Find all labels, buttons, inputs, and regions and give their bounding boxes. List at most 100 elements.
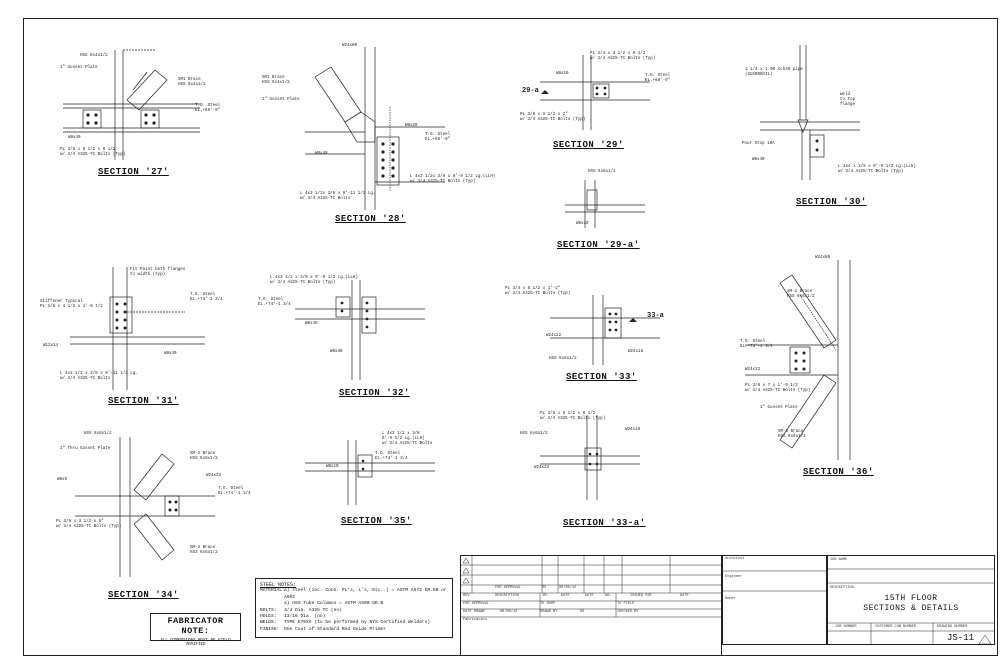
revision-grid	[460, 555, 722, 618]
callout-32-ang: L 4x3 1/2 x 3/8 x 0'-9 1/2 Lg.(LLH) w/ 3…	[270, 276, 358, 285]
fabrication-label: Fabrication	[463, 618, 487, 622]
to-shop-label: TO SHOP	[540, 602, 556, 606]
callout-28-ang: L 4x3 1/2x 3/8 x 0'-9 1/2 Lg.(LLH) w/ 3/…	[410, 175, 496, 184]
date-drawn-value: 00/00/12	[500, 610, 518, 614]
section-31-label: SECTION '31'	[108, 396, 179, 406]
drawing-number-label: DRAWING NUMBER	[937, 625, 968, 629]
material-line-1: a) steel (inc. Conn. PL's, L's, Etc..) =…	[284, 588, 447, 600]
callout-34-brace: SM-3 Brace HSS 6x6x1/2	[190, 452, 218, 461]
material-key: MATERIAL:	[260, 588, 285, 594]
callout-31-w: W12x14	[43, 344, 59, 348]
detail-section-32	[290, 275, 430, 385]
callout-27-tos: T.O. Steel EL.+68'-0"	[195, 104, 221, 113]
section-29a-label: SECTION '29-a'	[557, 240, 640, 250]
callout-35-ang: L 4x3 1/2 x 3/8 0'-9 1/2 Lg.(LLH) w/ 3/4…	[382, 432, 433, 446]
steel-notes-header: STEEL NOTES:	[260, 582, 297, 588]
callout-33-w2: W24x18	[628, 350, 644, 354]
callout-33a-hss: HSS 6x6x1/2	[520, 432, 548, 436]
callout-29a-hss: HSS 6x6x1/2	[588, 170, 616, 174]
detail-section-31	[65, 262, 215, 392]
callout-34-w: W8x9	[57, 478, 68, 482]
callout-34-hss: HSS 6x6x1/2	[84, 432, 112, 436]
section-28-drawing	[305, 47, 445, 210]
detail-section-33	[545, 290, 665, 370]
fabricator-note-box: FABRICATOR NOTE: ALL DIMENSIONS MUST BE …	[150, 613, 241, 647]
callout-28-brace: SM1 Brace HSS 6x4x1/2	[262, 76, 290, 85]
section-33a-label: SECTION '33-a'	[563, 518, 646, 528]
callout-28-beam: W8x40	[315, 152, 328, 156]
callout-28-col: W24x80	[342, 44, 358, 48]
section-32-label: SECTION '32'	[339, 388, 410, 398]
callout-27-brace: SM1 Brace HSS 6x4x1/2	[178, 78, 206, 87]
callout-30-weld: weld to top flange	[840, 93, 856, 107]
callout-28-tos: T.O. Steel EL.+68'-0"	[425, 133, 451, 142]
callout-36-brace: SM-3 Brace HSS 6x6x1/2	[787, 290, 815, 299]
section-27-label: SECTION '27'	[98, 167, 169, 177]
section-35-drawing	[305, 440, 435, 505]
detail-section-28	[295, 42, 455, 212]
finish-value: One Coat of Standard Red Oxide Primer	[284, 626, 386, 632]
callout-36-col: W24x80	[815, 256, 831, 260]
callout-28-w: W8x28	[405, 124, 418, 128]
callout-33-ref: 33-a	[647, 312, 664, 320]
callout-31-note: Fit Paint both flanges to width (typ)	[130, 268, 186, 277]
section-29-drawing	[540, 55, 650, 130]
callout-28-ang2: L 4x3 1/2x 3/8 x 0'-11 1/2 Lg. w/ 3/4 A3…	[300, 192, 376, 201]
callout-36-pl: PL 3/8 x 7 x 1'-9 1/2 w/ 3/4 A325-TC Bol…	[745, 384, 811, 393]
job-name-label: JOB NAME	[830, 558, 848, 562]
callout-36-tos: T.O. Steel EL.+74'-1 3/4	[740, 340, 773, 349]
hdr-desc: DESCRIPTION	[495, 594, 519, 598]
finish-key: FINISH:	[260, 626, 280, 632]
callout-27-hss: HSS 6x4x1/2	[80, 54, 108, 58]
detail-section-29a	[555, 170, 655, 230]
callout-31-beam: W8x40	[164, 352, 177, 356]
section-27-drawing	[63, 49, 200, 160]
callout-29-pl: PL 3/4 x 3 1/2 x 6 1/2 w/ 3/4 A325-TC Bo…	[590, 52, 656, 61]
callout-30-plate: Pour Stop 10A	[742, 142, 775, 146]
detail-section-34	[70, 432, 220, 582]
section-33-drawing	[550, 295, 660, 365]
callout-34-pl: PL 3/8 x 3 1/2 x 5" w/ 3/4 A325-TC Bolts…	[56, 520, 122, 529]
job-number-label: JOB NUMBER	[835, 625, 857, 629]
drawing-title-line1: 15TH FLOOR	[884, 594, 938, 603]
detail-section-36	[740, 255, 900, 465]
parties-block	[722, 555, 827, 645]
callout-29-pl2: PL 3/8 x 3 1/2 x 2" w/ 3/4 A325-TC Bolts…	[520, 113, 586, 122]
detail-section-30	[740, 40, 870, 190]
title-block: FOR APPROVAL SS 00/00/12 REV DESCRIPTION…	[455, 555, 998, 656]
hdr-rev: REV	[463, 594, 470, 598]
callout-33a-w2: W24x18	[625, 428, 641, 432]
section-29-label: SECTION '29'	[553, 140, 624, 150]
callout-32-col: W8x40	[330, 350, 343, 354]
section-33a-drawing	[540, 415, 640, 500]
bolts-key: BOLTS:	[260, 607, 277, 613]
callout-29a-w: W8x10	[576, 222, 589, 226]
detail-section-29	[535, 50, 655, 135]
callout-36-gusset: 1" Gusset Plate	[760, 406, 798, 410]
customer-job-label: CUSTOMER JOB NUMBER	[875, 625, 916, 629]
callout-30-beam: W8x40	[752, 158, 765, 162]
hdr-date: DATE	[561, 594, 570, 598]
callout-27-beam: W8x40	[68, 136, 81, 140]
callout-32-w: W8x40	[305, 322, 318, 326]
revision-block	[460, 555, 722, 656]
callout-33-w: W24x22	[546, 334, 562, 338]
for-approval-label: FOR APPROVAL	[463, 602, 489, 606]
welds-key: WELDS:	[260, 620, 277, 626]
steel-notes-box: STEEL NOTES: MATERIAL:a) steel (inc. Con…	[255, 578, 453, 638]
holes-value: 13/16 Dia. (no)	[284, 614, 326, 620]
rev-1-by: SS	[542, 586, 547, 590]
rev-1-desc: FOR APPROVAL	[495, 586, 521, 590]
description-label: DESCRIPTION	[830, 586, 854, 590]
bolts-value: 3/4 Dia. A325 TC (no)	[284, 607, 342, 613]
to-field-label: TO FIELD	[617, 602, 635, 606]
callout-31-ang: L 4x3 1/2 x 3/8 x 0'-11 1/2 Lg. w/ 3/4 A…	[60, 372, 138, 381]
callout-36-brace2: SM-3 Brace HSS 6x6x1/2	[778, 430, 806, 439]
section-34-label: SECTION '34'	[108, 590, 179, 600]
callout-30-ang: L 4x4 x 3/8 x 0'-9 1/2 Lg.(LLH) w/ 3/4 A…	[838, 165, 916, 174]
section-30-drawing	[760, 45, 860, 180]
section-31-drawing	[70, 267, 205, 390]
hdr-by: BY	[543, 594, 548, 598]
callout-28-gusset: 1" Gusset Plate	[262, 98, 300, 102]
